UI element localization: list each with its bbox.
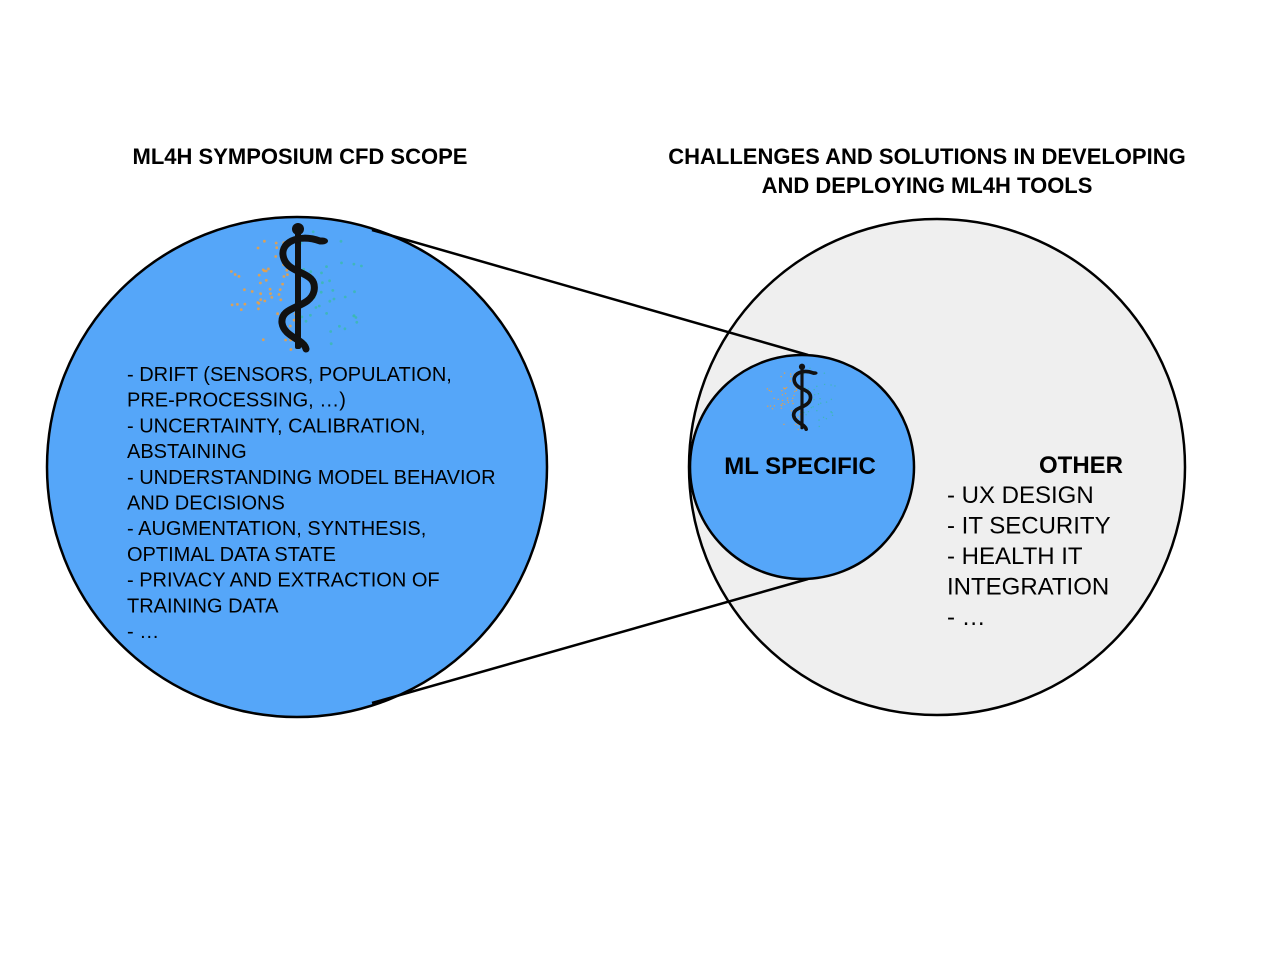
connector-line-bottom	[371, 577, 809, 705]
right-title-line2: AND DEPLOYING ML4H TOOLS	[762, 173, 1093, 198]
caduceus-icon	[766, 363, 836, 432]
scope-list-item: - DRIFT (SENSORS, POPULATION,	[127, 364, 452, 386]
scope-circle	[45, 215, 549, 719]
scope-list-item: PRE-PROCESSING, …)	[127, 390, 346, 412]
right-title-line1: CHALLENGES AND SOLUTIONS IN DEVELOPING	[668, 144, 1185, 169]
scope-list-item: ABSTAINING	[127, 441, 247, 463]
scope-list-item: - AUGMENTATION, SYNTHESIS,	[127, 518, 426, 540]
scope-list-item: - UNDERSTANDING MODEL BEHAVIOR	[127, 467, 496, 489]
scope-list-item: OPTIMAL DATA STATE	[127, 544, 336, 566]
left-title: ML4H SYMPOSIUM CFD SCOPE	[133, 144, 468, 169]
other-list-item: - UX DESIGN	[947, 482, 1094, 509]
ml-specific-circle	[688, 353, 916, 581]
caduceus-icon	[229, 223, 363, 353]
other-list-item: INTEGRATION	[947, 574, 1109, 601]
other-list-item: - …	[947, 604, 986, 631]
ml-specific-label: ML SPECIFIC	[724, 453, 876, 480]
scope-list-item: - …	[127, 621, 159, 643]
scope-list-item: - UNCERTAINTY, CALIBRATION,	[127, 415, 426, 437]
scope-list-item: - PRIVACY AND EXTRACTION OF	[127, 570, 440, 592]
connector-line-top	[371, 228, 809, 357]
scope-list-item: TRAINING DATA	[127, 595, 279, 617]
other-list: - UX DESIGN - IT SECURITY - HEALTH IT INTEG…	[947, 482, 1111, 631]
other-list-item: - IT SECURITY	[947, 513, 1111, 540]
scope-list-item: AND DECISIONS	[127, 493, 285, 515]
other-list-item: - HEALTH IT	[947, 543, 1083, 570]
scope-list: - DRIFT (SENSORS, POPULATION, PRE-PROCESS…	[127, 364, 496, 643]
other-label: OTHER	[1039, 452, 1123, 479]
